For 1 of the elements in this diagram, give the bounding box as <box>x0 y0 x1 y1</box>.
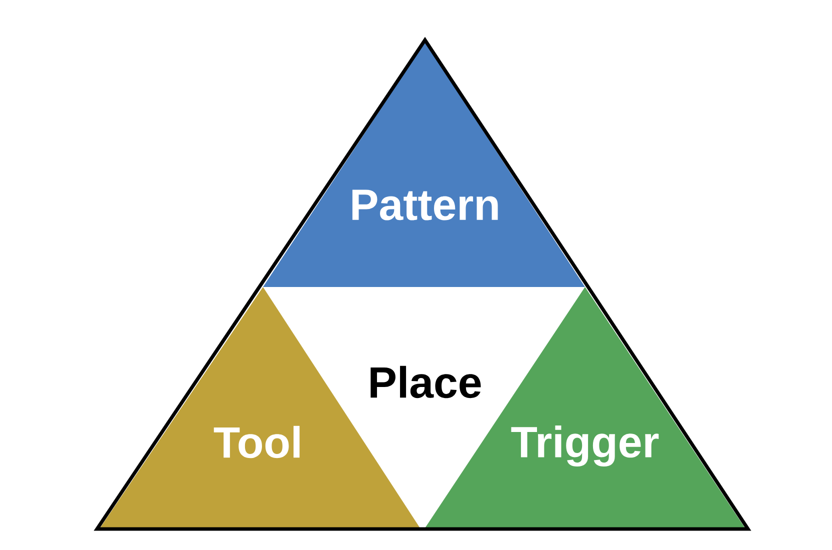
triangle-segment: Pattern <box>263 42 585 287</box>
